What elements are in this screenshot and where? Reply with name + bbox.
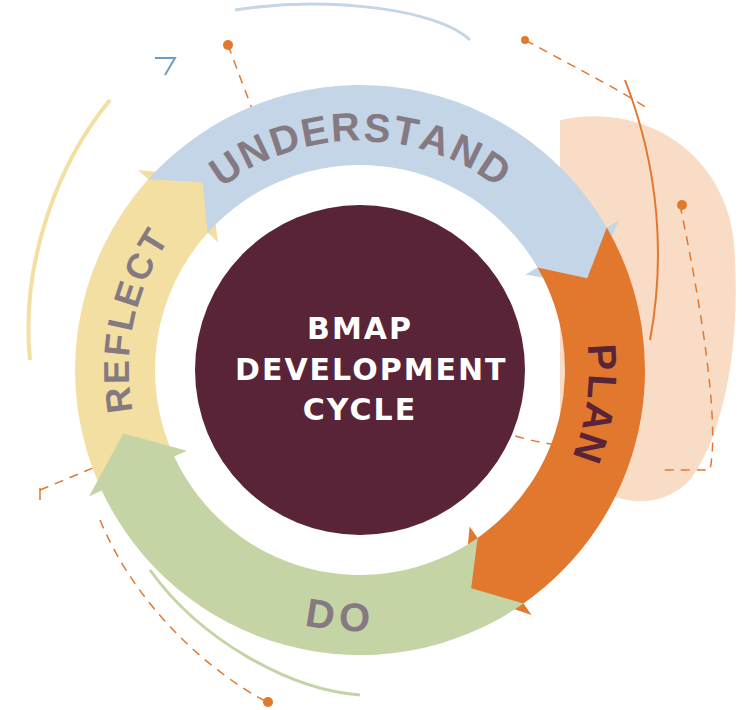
dot [223, 40, 233, 50]
hub-title: BMAP DEVELOPMENT CYCLE [235, 309, 485, 431]
stage-label: REFLECT [94, 219, 179, 420]
letter: E [298, 109, 332, 153]
arrow-label-box: UNDERSTAND [198, 102, 522, 197]
arrow-label-box: REFLECT [94, 219, 179, 420]
stage-label: UNDERSTAND [198, 102, 522, 197]
stage-label: PLAN [562, 338, 628, 473]
letter: P [582, 343, 623, 372]
dot [677, 200, 687, 210]
letter: D [303, 592, 338, 636]
letter: R [330, 107, 361, 149]
letter: O [339, 597, 371, 638]
dashed-line [39, 488, 41, 500]
letter: F [99, 332, 137, 358]
arrow-label-box: PLAN [562, 338, 628, 473]
arrow-label-box: DO [299, 587, 375, 642]
swoosh-line [235, 4, 470, 40]
letter: N [567, 428, 614, 468]
letter: E [99, 360, 135, 384]
tick-mark [155, 58, 175, 75]
letter: L [582, 373, 624, 400]
dot [263, 697, 273, 707]
hub-circle: BMAP DEVELOPMENT CYCLE [195, 205, 525, 535]
dot [521, 36, 529, 44]
stage-label: DO [299, 587, 375, 642]
letter: S [363, 107, 392, 149]
letter: R [99, 385, 138, 415]
